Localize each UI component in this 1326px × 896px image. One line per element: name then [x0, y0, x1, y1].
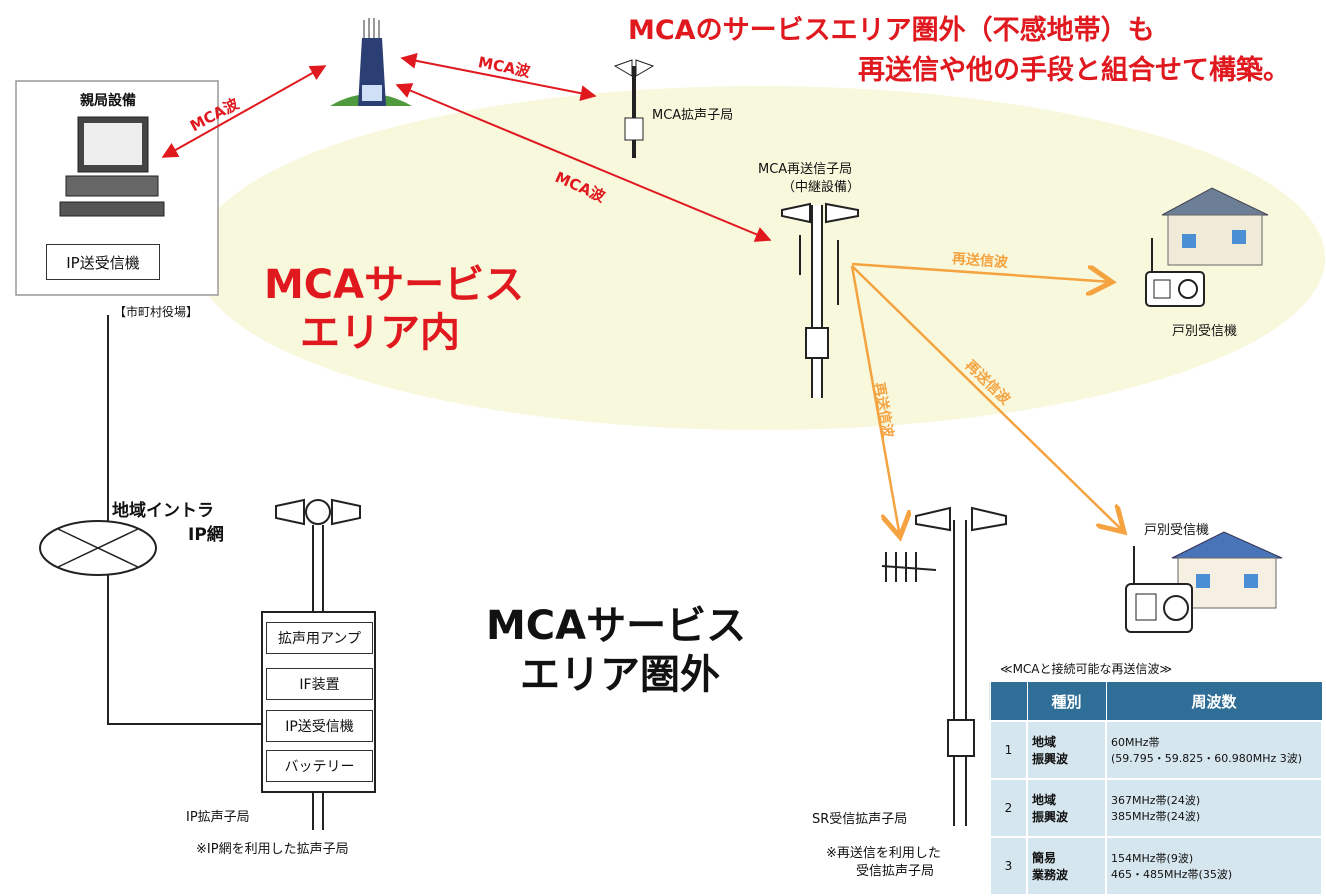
base-station-title: 親局設備 [80, 93, 136, 109]
home-receiver-icon-2 [1125, 546, 1193, 633]
freq-row-no: 3 [989, 836, 1028, 896]
network-label-line2: IP網 [188, 525, 224, 545]
freq-table-header-freq: 周波数 [1105, 681, 1323, 722]
sr-speaker-label: SR受信拡声子局 [812, 812, 908, 827]
mca-wave-arrow-relay [395, 83, 772, 242]
area-outside-line2: エリア圏外 [520, 652, 720, 698]
ip-speaker-label: IP拡声子局 [186, 810, 250, 825]
computer-icon [59, 116, 165, 217]
freq-row-freq: 154MHz帯(9波) 465・485MHz帯(35波) [1105, 836, 1323, 896]
retrans-arrow-sr [850, 265, 900, 537]
freq-table-row: 3 簡易 業務波 154MHz帯(9波) 465・485MHz帯(35波) [989, 836, 1323, 896]
ip-network-icon [39, 520, 157, 576]
area-inside-line1: MCAサービス [264, 262, 525, 308]
house-icon-2 [1171, 531, 1283, 609]
freq-table-header-type: 種別 [1026, 681, 1107, 722]
freq-row-type: 地域 振興波 [1026, 720, 1107, 780]
sr-speaker-note-2: 受信拡声子局 [856, 864, 935, 879]
freq-row-no: 2 [989, 778, 1028, 838]
mca-tower-icon [330, 18, 412, 106]
freq-table: 種別 周波数 1 地域 振興波 60MHz帯 (59.795・59.825・60… [989, 681, 1323, 896]
relay-station-pole-icon [781, 202, 859, 398]
house-icon-1 [1161, 187, 1269, 266]
ip-component-transceiver: IP送受信機 [266, 710, 373, 742]
ip-component-battery: バッテリー [266, 750, 373, 782]
retrans-wave-label-1: 再送信波 [951, 251, 1009, 271]
home-receiver-label-2: 戸別受信機 [1144, 523, 1210, 538]
relay-station-label: MCA再送信子局 [758, 162, 853, 177]
freq-table-caption: ≪MCAと接続可能な再送信波≫ [1000, 662, 1173, 676]
area-outside-line1: MCAサービス [486, 603, 747, 649]
network-label-line1: 地域イントラ [112, 501, 214, 521]
ip-component-if: IF装置 [266, 668, 373, 700]
freq-table-row: 1 地域 振興波 60MHz帯 (59.795・59.825・60.980MHz… [989, 720, 1323, 780]
freq-row-freq: 60MHz帯 (59.795・59.825・60.980MHz 3波) [1105, 720, 1323, 780]
freq-row-type: 簡易 業務波 [1026, 836, 1107, 896]
service-area-zone [195, 86, 1325, 430]
home-receiver-icon-1 [1145, 238, 1205, 307]
headline-line1: MCAのサービスエリア圏外（不感地帯）も [628, 15, 1155, 46]
sr-speaker-note-1: ※再送信を利用した [826, 846, 941, 861]
home-receiver-label-1: 戸別受信機 [1172, 324, 1238, 339]
area-inside-line2: エリア内 [300, 310, 460, 356]
freq-table-header-no [989, 681, 1028, 722]
ip-component-amp: 拡声用アンプ [266, 622, 373, 654]
headline-line2: 再送信や他の手段と組合せて構築。 [858, 55, 1290, 86]
freq-row-no: 1 [989, 720, 1028, 780]
freq-row-type: 地域 振興波 [1026, 778, 1107, 838]
base-transceiver-box: IP送受信機 [46, 244, 160, 280]
network-cable-ip [107, 568, 262, 725]
retrans-arrow-house2 [851, 265, 1124, 532]
retrans-arrow-house1 [851, 262, 1112, 282]
mca-wave-arrow-base [161, 65, 327, 158]
mca-speaker-pole-icon [613, 59, 655, 158]
sr-speaker-pole-icon [881, 506, 1007, 826]
mca-speaker-label: MCA拡声子局 [652, 108, 734, 123]
ip-speaker-note: ※IP網を利用した拡声子局 [196, 842, 349, 857]
base-station-location: 【市町村役場】 [114, 305, 199, 319]
freq-table-row: 2 地域 振興波 367MHz帯(24波) 385MHz帯(24波) [989, 778, 1323, 838]
freq-row-freq: 367MHz帯(24波) 385MHz帯(24波) [1105, 778, 1323, 838]
relay-station-sublabel: （中継設備） [782, 180, 861, 195]
